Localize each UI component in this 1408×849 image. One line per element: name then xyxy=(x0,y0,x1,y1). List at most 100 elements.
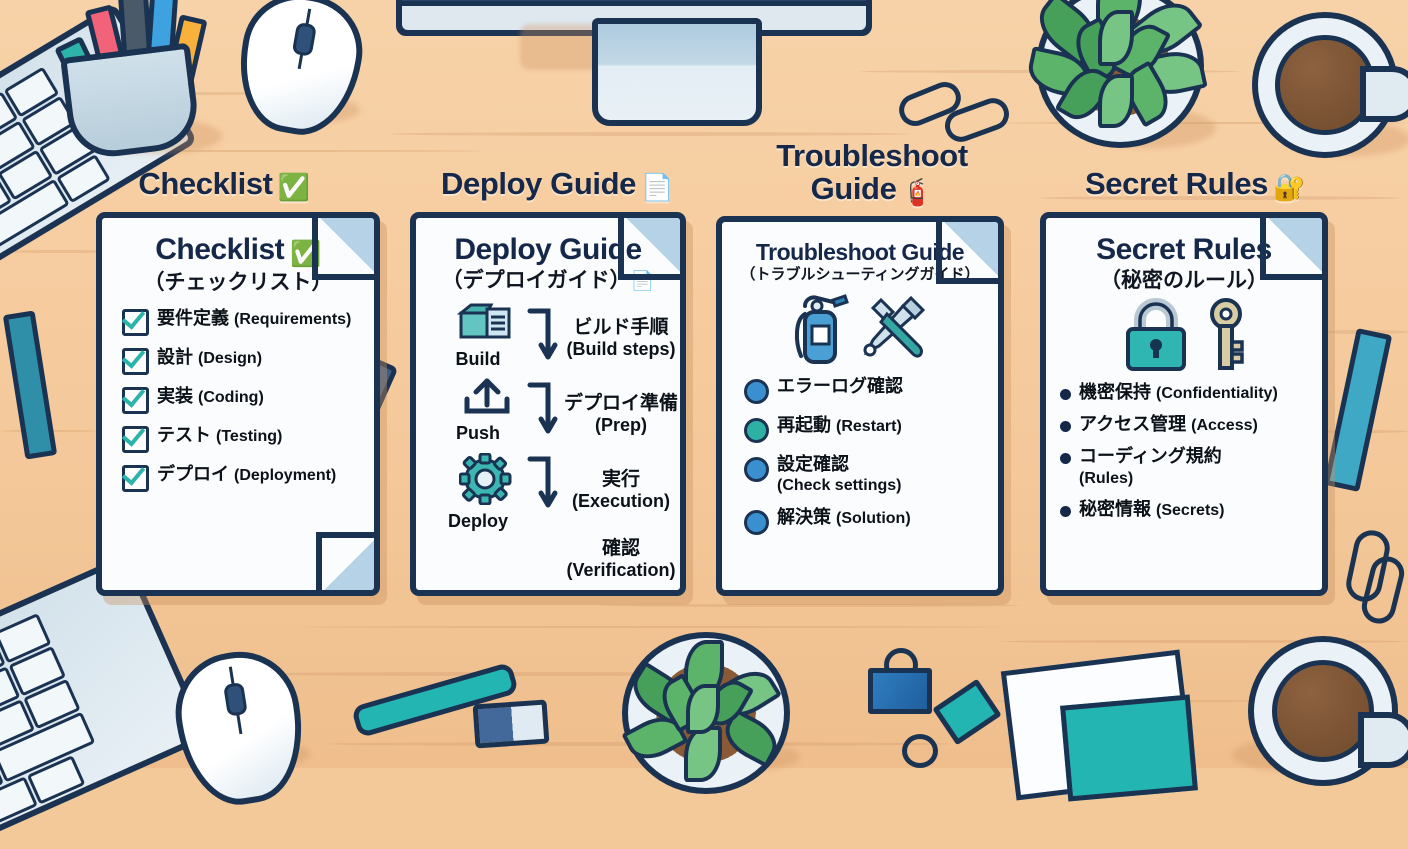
fire-extinguisher-icon: 🧯 xyxy=(901,176,934,207)
card-secret-rules[interactable]: Secret Rules （秘密のルール） 機密保持 (Confident xyxy=(1040,212,1328,596)
bullet-dot-icon xyxy=(1060,421,1071,433)
deploy-step-label: Build xyxy=(455,348,501,369)
item-label-en: (Restart) xyxy=(836,417,902,435)
teal-folder xyxy=(1060,694,1198,802)
item-label-jp: 要件定義 xyxy=(157,307,229,328)
deploy-flow-labels: ビルド手順 (Build steps) デプロイ準備 (Prep) 実行 (Ex… xyxy=(560,301,680,590)
troubleshoot-items: エラーログ確認 再起動 (Restart) 設定確認 (Check setting… xyxy=(722,376,998,535)
fire-extinguisher-icon xyxy=(794,293,849,364)
item-label-en: (Requirements) xyxy=(234,310,352,328)
plant-leaf xyxy=(686,684,720,734)
item-label-en: (Confidentiality) xyxy=(1156,384,1278,402)
mug-handle xyxy=(1358,712,1408,768)
deploy-step-label: Deploy xyxy=(447,510,508,531)
checklist-items: 要件定義 (Requirements) 設計 (Design) 実装 (Codi… xyxy=(102,308,374,492)
upload-arrow-icon xyxy=(464,378,510,414)
card-subtitle-troubleshoot-guide: （トラブルシューティングガイド） xyxy=(740,266,980,284)
deploy-label-jp: デプロイ準備 xyxy=(563,392,678,414)
binder-clip xyxy=(932,678,1002,746)
list-item[interactable]: 要件定義 (Requirements) xyxy=(122,308,366,336)
item-label-en: (Design) xyxy=(198,349,263,367)
item-label-jp: デプロイ xyxy=(157,463,229,484)
list-item[interactable]: 設定確認 (Check settings) xyxy=(744,454,990,496)
list-item[interactable]: 秘密情報 (Secrets) xyxy=(1060,499,1314,520)
item-label-en: (Coding) xyxy=(198,388,264,406)
checkbox-icon[interactable] xyxy=(122,425,149,453)
wrench-screwdriver-icon xyxy=(863,295,926,358)
item-label-jp: 秘密情報 xyxy=(1079,499,1151,520)
binder-clip-loop xyxy=(902,734,938,768)
item-label-jp: エラーログ確認 xyxy=(777,375,903,396)
card-troubleshoot-guide[interactable]: Troubleshoot Guide （トラブルシューティングガイド） xyxy=(716,216,1004,596)
desk-title-deploy-guide: Deploy Guide📄 xyxy=(422,167,692,202)
desk-title-text-line2: Guide xyxy=(810,170,897,206)
list-item[interactable]: 機密保持 (Confidentiality) xyxy=(1060,382,1314,403)
card-deploy-guide[interactable]: Deploy Guide （デプロイガイド）📄 Build xyxy=(410,212,686,596)
checkbox-icon[interactable] xyxy=(122,464,149,492)
item-label-jp: 機密保持 xyxy=(1079,381,1151,402)
desk-background: Checklist✅ Deploy Guide📄 Troubleshoot Gu… xyxy=(0,0,1408,768)
key-icon xyxy=(1210,297,1244,370)
deploy-flow-steps: Build Push xyxy=(430,301,526,590)
item-label-en: (Check settings) xyxy=(777,477,902,495)
checkbox-icon[interactable] xyxy=(122,308,149,336)
list-item[interactable]: 再起動 (Restart) xyxy=(744,415,990,443)
deploy-step-deploy[interactable]: Deploy xyxy=(430,452,526,531)
secret-rules-items: 機密保持 (Confidentiality) アクセス管理 (Access) コ… xyxy=(1046,382,1322,520)
deploy-label-en: (Prep) xyxy=(594,414,647,435)
page-fold-corner-bottom xyxy=(316,532,374,590)
deploy-label-push: デプロイ準備 (Prep) xyxy=(562,377,680,453)
bullet-dot-icon xyxy=(1060,506,1071,518)
list-item[interactable]: アクセス管理 (Access) xyxy=(1060,414,1314,435)
page-fold-corner xyxy=(936,222,998,284)
card-title-checklist: Checklist✅ xyxy=(102,234,374,268)
deploy-step-build[interactable]: Build xyxy=(430,301,526,377)
item-label-jp: 設定確認 xyxy=(777,453,849,474)
item-label-en: (Access) xyxy=(1191,417,1258,435)
item-label-en: (Testing) xyxy=(216,427,283,445)
bullet-dot-icon xyxy=(744,456,769,482)
plant-leaf xyxy=(1098,10,1134,66)
troubleshoot-icons xyxy=(722,290,998,368)
bullet-dot-icon xyxy=(1060,388,1071,400)
mouse-top xyxy=(228,0,372,144)
list-item[interactable]: テスト (Testing) xyxy=(122,425,366,453)
secret-rules-icons xyxy=(1046,296,1322,372)
checkbox-icon[interactable] xyxy=(122,347,149,375)
item-label-jp: テスト xyxy=(157,424,211,445)
list-item[interactable]: 実装 (Coding) xyxy=(122,386,366,414)
deploy-label-en: (Verification) xyxy=(566,559,676,580)
gear-icon xyxy=(458,452,512,506)
card-title-text: Checklist xyxy=(155,233,285,266)
list-item[interactable]: デプロイ (Deployment) xyxy=(122,464,366,492)
deploy-label-en: (Build steps) xyxy=(566,338,676,359)
list-item[interactable]: コーディング規約(Rules) xyxy=(1060,446,1314,488)
pencil-right xyxy=(1323,328,1393,492)
checkbox-icon[interactable] xyxy=(122,386,149,414)
page-fold-corner xyxy=(618,218,680,280)
wood-grain xyxy=(60,150,480,152)
mug-handle xyxy=(1360,66,1408,122)
deploy-step-push[interactable]: Push xyxy=(430,377,526,453)
deploy-step-label: Push xyxy=(455,422,500,443)
item-label-jp: 設計 xyxy=(157,346,193,367)
binder-clip xyxy=(868,668,932,714)
deploy-flow-arrows xyxy=(526,307,560,590)
item-label-jp: アクセス管理 xyxy=(1079,414,1187,435)
check-box-icon: ✅ xyxy=(277,172,310,202)
item-label-en: (Secrets) xyxy=(1156,502,1225,520)
card-checklist[interactable]: Checklist✅ （チェックリスト） 要件定義 (Requirements)… xyxy=(96,212,380,596)
list-item[interactable]: 設計 (Design) xyxy=(122,347,366,375)
deploy-label-build: ビルド手順 (Build steps) xyxy=(562,301,680,377)
item-label-jp: コーディング規約 xyxy=(1079,446,1222,467)
card-title-troubleshoot-guide: Troubleshoot Guide xyxy=(755,239,965,265)
card-subtitle-checklist: （チェックリスト） xyxy=(143,270,333,294)
bullet-dot-icon xyxy=(1060,453,1071,465)
wood-grain xyxy=(1000,122,1408,124)
bullet-dot-icon xyxy=(744,509,769,535)
list-item[interactable]: エラーログ確認 xyxy=(744,376,990,404)
list-item[interactable]: 解決策 (Solution) xyxy=(744,507,990,535)
wood-grain xyxy=(0,250,120,253)
pen-left xyxy=(2,310,58,460)
deploy-label-jp: ビルド手順 xyxy=(573,316,669,338)
